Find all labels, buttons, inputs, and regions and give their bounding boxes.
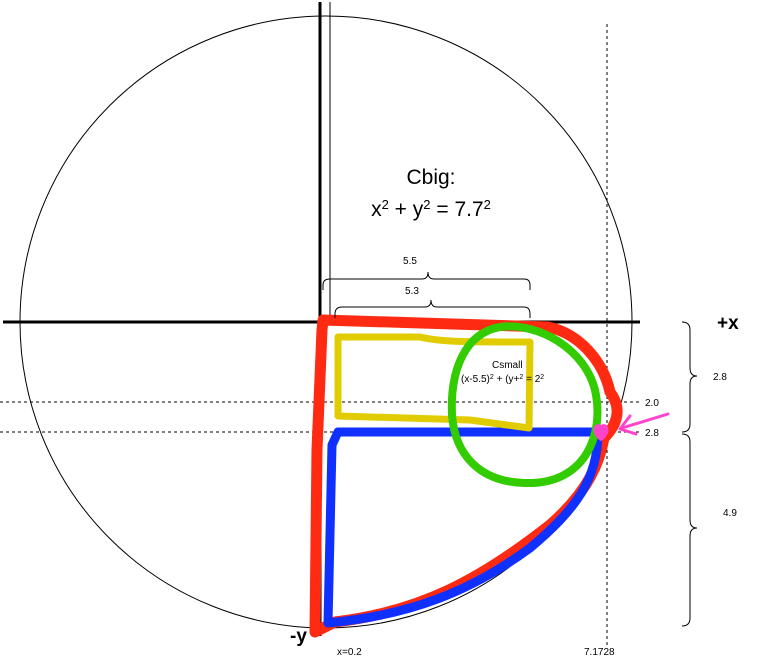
dim-top-brace-inner: 5.3 xyxy=(405,286,419,297)
dim-right-upper: 2.8 xyxy=(713,372,727,383)
dim-inline-2-0: 2.0 xyxy=(645,398,659,409)
x-left-label: x=0.2 xyxy=(337,647,362,658)
brace-4-9-right xyxy=(681,433,698,627)
minus-y-label: -y xyxy=(290,626,307,647)
brace-2-8-right xyxy=(681,321,698,433)
dim-top-brace-outer: 5.5 xyxy=(403,256,417,267)
big-circle-name: Cbig: xyxy=(406,166,455,189)
blue-region xyxy=(323,427,603,628)
big-circle-equation: x2 + y2 = 7.72 xyxy=(371,197,491,222)
pink-marker xyxy=(593,424,609,442)
pink-arrow-shaft xyxy=(620,412,670,430)
plus-x-label: +x xyxy=(717,313,739,334)
small-circle-name: Csmall xyxy=(492,360,523,371)
x-right-label: 7.1728 xyxy=(584,647,615,658)
green-small-circle xyxy=(447,322,602,488)
yellow-rectangle xyxy=(334,333,534,432)
brace-5-3 xyxy=(334,299,531,318)
pink-arrowhead xyxy=(618,414,638,436)
small-circle-equation: (x-5.5)2 + (y+2 = 22 xyxy=(461,374,544,386)
dim-right-lower: 4.9 xyxy=(723,508,737,519)
dim-inline-2-8: 2.8 xyxy=(645,428,659,439)
brace-5-5 xyxy=(322,271,531,290)
